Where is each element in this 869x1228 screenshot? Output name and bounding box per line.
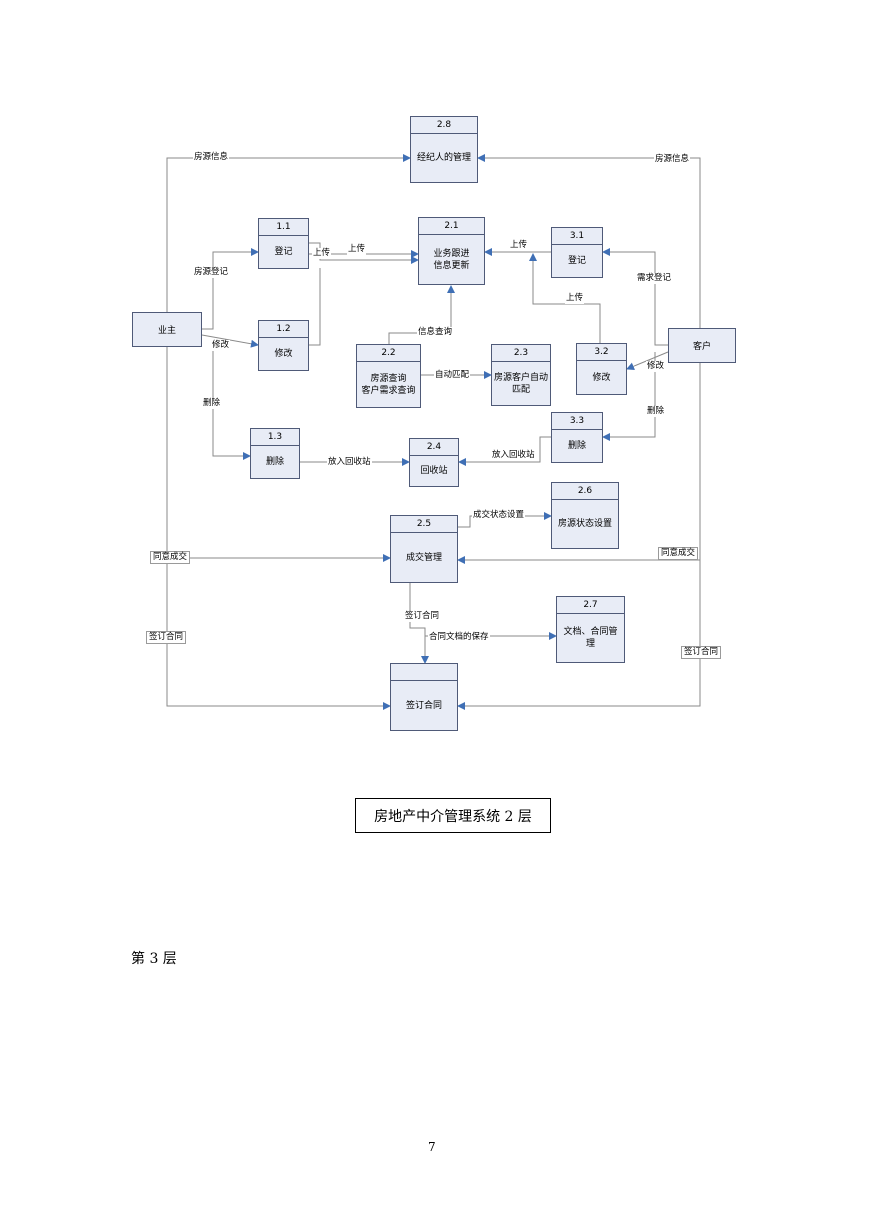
process-2-1: 2.1 业务跟进 信息更新 (418, 217, 485, 285)
flow-label: 上传 (509, 240, 529, 251)
flow-customer-to-sign (457, 560, 701, 710)
process-2-5: 2.5 成交管理 (390, 515, 458, 583)
process-label: 房源查询 客户需求查询 (361, 373, 416, 396)
flow-label: 房源信息 (193, 152, 230, 163)
process-sign-contract: 签订合同 (390, 663, 458, 731)
flow-label: 上传 (347, 244, 367, 255)
flow-label: 上传 (312, 248, 332, 259)
process-number: 3.1 (552, 228, 602, 245)
flow-customer-to-28 (477, 154, 701, 330)
flow-label: 需求登记 (636, 273, 673, 284)
process-label: 签订合同 (405, 700, 442, 711)
flow-label: 信息查询 (417, 327, 454, 338)
flow-label: 成交状态设置 (472, 510, 526, 521)
page-number: 7 (428, 1140, 436, 1154)
entity-customer: 客户 (668, 328, 736, 363)
process-label: 删除 (567, 441, 586, 451)
flow-label: 自动匹配 (434, 370, 471, 381)
process-number: 1.3 (251, 429, 299, 446)
process-3-2: 3.2 修改 (576, 343, 627, 395)
flow-32-to-21 (529, 253, 601, 343)
flow-owner-to-13 (212, 340, 251, 460)
flow-label: 同意成交 (150, 551, 191, 564)
flow-label: 房源信息 (654, 154, 691, 165)
entity-owner: 业主 (132, 312, 202, 347)
process-2-3: 2.3 房源客户自动 匹配 (491, 344, 551, 406)
process-label: 登记 (567, 256, 586, 266)
process-label: 业务跟进 信息更新 (433, 248, 470, 271)
flow-customer-to-31 (602, 248, 668, 346)
flow-label: 同意成交 (658, 547, 699, 560)
flow-label: 修改 (211, 340, 231, 351)
process-label: 经纪人的管理 (416, 153, 471, 163)
process-number: 2.8 (411, 117, 477, 134)
process-number: 2.5 (391, 516, 457, 533)
process-label: 房源客户自动 匹配 (494, 372, 549, 395)
process-label: 登记 (274, 247, 293, 257)
process-number (391, 664, 457, 681)
process-number: 3.3 (552, 413, 602, 430)
process-1-1: 1.1 登记 (258, 218, 309, 269)
process-number: 2.7 (557, 597, 624, 614)
process-label: 成交管理 (405, 552, 442, 563)
flow-customer-to-32 (626, 351, 669, 371)
process-number: 2.2 (357, 345, 420, 362)
process-label: 文档、合同管 理 (563, 627, 618, 649)
flow-25-to-sign (409, 583, 429, 664)
process-3-3: 3.3 删除 (551, 412, 603, 463)
flow-label: 签订合同 (404, 611, 441, 622)
process-1-2: 1.2 修改 (258, 320, 309, 371)
flow-owner-to-sign (166, 560, 391, 710)
process-2-2: 2.2 房源查询 客户需求查询 (356, 344, 421, 408)
process-label: 修改 (274, 349, 293, 359)
process-1-3: 1.3 删除 (250, 428, 300, 479)
flow-customer-to-33 (602, 352, 656, 441)
flow-label: 修改 (646, 361, 666, 372)
process-label: 回收站 (420, 466, 448, 476)
flow-33-to-24 (458, 436, 551, 466)
flow-owner-to-28 (166, 154, 411, 313)
process-number: 3.2 (577, 344, 626, 361)
flow-label: 上传 (565, 293, 585, 304)
process-number: 2.4 (410, 439, 458, 456)
process-number: 2.3 (492, 345, 550, 362)
process-2-6: 2.6 房源状态设置 (551, 482, 619, 549)
process-2-7: 2.7 文档、合同管 理 (556, 596, 625, 663)
flow-label: 放入回收站 (327, 457, 372, 468)
section-heading: 第 3 层 (131, 951, 177, 967)
process-number: 1.1 (259, 219, 308, 236)
process-number: 1.2 (259, 321, 308, 338)
process-2-8: 2.8 经纪人的管理 (410, 116, 478, 183)
flow-label: 删除 (202, 398, 222, 409)
flow-label: 房源登记 (193, 267, 230, 278)
flow-label: 删除 (646, 406, 666, 417)
process-label: 修改 (592, 372, 611, 383)
flow-12-up (309, 268, 321, 346)
process-label: 房源状态设置 (557, 519, 612, 529)
flow-label: 放入回收站 (491, 450, 536, 461)
flow-owner-to-11 (202, 248, 259, 330)
process-label: 删除 (265, 457, 284, 467)
flow-label: 合同文档的保存 (428, 632, 490, 643)
flow-label: 签订合同 (681, 646, 722, 659)
process-number: 2.1 (419, 218, 484, 235)
process-number: 2.6 (552, 483, 618, 500)
process-3-1: 3.1 登记 (551, 227, 603, 278)
flow-label: 签订合同 (146, 631, 187, 644)
diagram-caption: 房地产中介管理系统 2 层 (355, 798, 551, 833)
process-2-4: 2.4 回收站 (409, 438, 459, 487)
